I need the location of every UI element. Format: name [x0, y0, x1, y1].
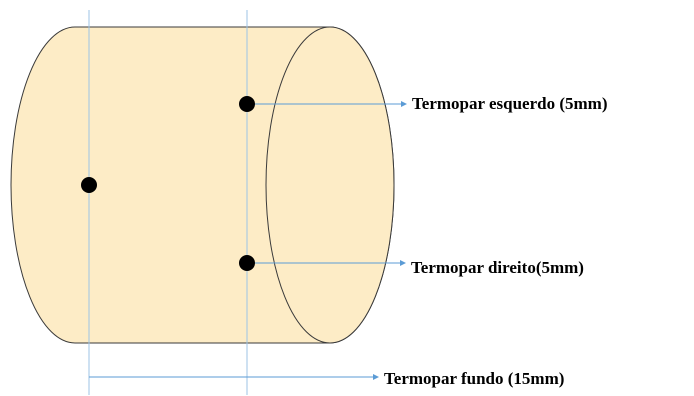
thermocouple-point-left — [239, 96, 255, 112]
thermocouple-point-bottom — [81, 177, 97, 193]
label-right-thermocouple: Termopar direito(5mm) — [411, 258, 584, 277]
cylinder-end-face — [265, 26, 395, 344]
label-left-thermocouple: Termopar esquerdo (5mm) — [412, 94, 608, 113]
thermocouple-point-right — [239, 255, 255, 271]
label-bottom-thermocouple: Termopar fundo (15mm) — [384, 369, 565, 388]
